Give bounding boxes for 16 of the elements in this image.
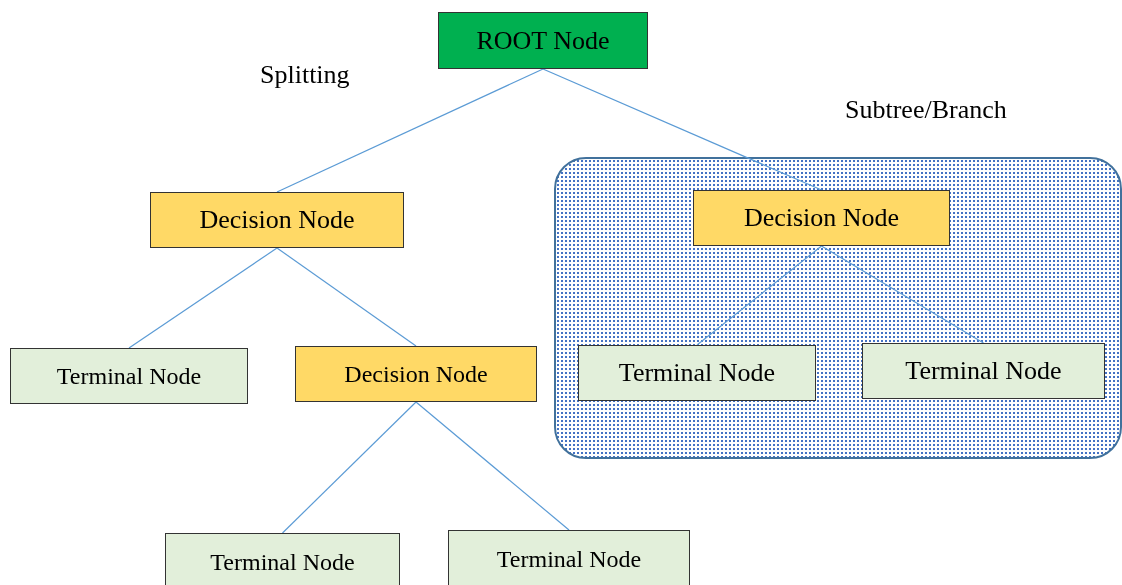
decision-node-box: Decision Node xyxy=(693,190,950,246)
terminal-node-box: Terminal Node xyxy=(578,345,816,401)
terminal-node-box: Terminal Node xyxy=(862,343,1105,399)
connector-line xyxy=(281,401,417,534)
root-node-box: ROOT Node xyxy=(438,12,648,69)
terminal-node-box: Terminal Node xyxy=(165,533,400,585)
decision-node-box: Decision Node xyxy=(295,346,537,402)
annotation-text: Splitting xyxy=(260,60,350,90)
group-heading: Subtree/Branch xyxy=(845,95,1007,125)
terminal-node-box: Terminal Node xyxy=(448,530,690,585)
connector-line xyxy=(276,68,544,193)
connector-line xyxy=(276,247,417,347)
terminal-node-box: Terminal Node xyxy=(10,348,248,404)
decision-node-box: Decision Node xyxy=(150,192,404,248)
connector-line xyxy=(128,247,278,349)
connector-line xyxy=(415,401,570,531)
